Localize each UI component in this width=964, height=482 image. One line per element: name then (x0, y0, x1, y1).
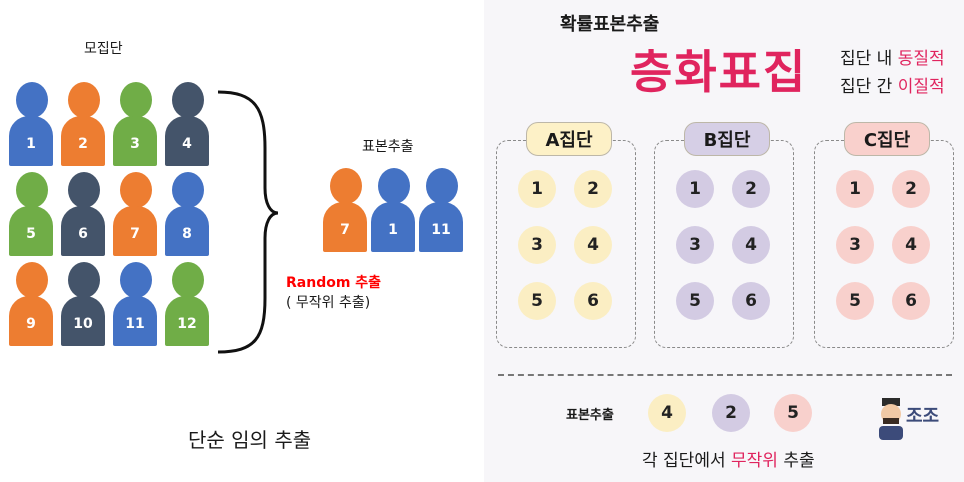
person-figure: 8 (165, 172, 209, 256)
stratum-box (814, 140, 954, 348)
person-head (120, 262, 152, 298)
person-number: 1 (9, 116, 53, 166)
heading: 확률표본추출 (560, 14, 660, 35)
stratum-label: A집단 (526, 122, 612, 156)
stratum-box (654, 140, 794, 348)
person-head (68, 262, 100, 298)
stratum-member: 1 (518, 170, 556, 208)
population-label: 모집단 (84, 41, 123, 57)
bottom-caption: 각 집단에서 무작위 추출 (642, 451, 815, 471)
person-figure: 4 (165, 82, 209, 166)
stratum-member: 2 (574, 170, 612, 208)
avatar-icon (879, 398, 903, 440)
person-head (426, 168, 458, 204)
stratum-member: 6 (574, 282, 612, 320)
person-figure: 10 (61, 262, 105, 346)
stratum-member: 3 (676, 226, 714, 264)
stratum-member: 2 (732, 170, 770, 208)
stratum-member: 2 (892, 170, 930, 208)
person-number: 2 (61, 116, 105, 166)
logo-text: 조조 (906, 406, 940, 427)
person-head (172, 172, 204, 208)
person-number: 4 (165, 116, 209, 166)
person-number: 11 (113, 296, 157, 346)
sample-label: 표본추출 (362, 139, 414, 155)
sampled-value: 4 (648, 394, 686, 432)
person-head (378, 168, 410, 204)
stratum-member: 1 (676, 170, 714, 208)
person-head (68, 172, 100, 208)
person-number: 10 (61, 296, 105, 346)
sample-figure: 11 (419, 168, 463, 252)
stratum-member: 1 (836, 170, 874, 208)
person-number: 7 (323, 202, 367, 252)
stratum-label: C집단 (844, 122, 930, 156)
title: 층화표집 (630, 45, 808, 99)
stratum-member: 5 (836, 282, 874, 320)
stratum-member: 3 (836, 226, 874, 264)
brace (217, 90, 279, 354)
desc-line-1: 집단 내 동질적 (840, 49, 945, 69)
sampled-value: 2 (712, 394, 750, 432)
caption: 단순 임의 추출 (188, 428, 312, 452)
person-figure: 12 (165, 262, 209, 346)
stratum-member: 4 (732, 226, 770, 264)
person-number: 3 (113, 116, 157, 166)
person-figure: 5 (9, 172, 53, 256)
sampled-value: 5 (774, 394, 812, 432)
person-number: 9 (9, 296, 53, 346)
person-number: 8 (165, 206, 209, 256)
stratum-member: 4 (574, 226, 612, 264)
stratum-member: 3 (518, 226, 556, 264)
sample-figure: 7 (323, 168, 367, 252)
person-number: 6 (61, 206, 105, 256)
stratum-member: 6 (892, 282, 930, 320)
person-number: 12 (165, 296, 209, 346)
person-figure: 6 (61, 172, 105, 256)
person-figure: 3 (113, 82, 157, 166)
person-head (330, 168, 362, 204)
person-number: 1 (371, 202, 415, 252)
person-head (16, 262, 48, 298)
person-number: 7 (113, 206, 157, 256)
person-figure: 7 (113, 172, 157, 256)
desc-line-2: 집단 간 이질적 (840, 77, 945, 97)
person-figure: 1 (9, 82, 53, 166)
person-head (120, 172, 152, 208)
stratum-label: B집단 (684, 122, 770, 156)
stratum-member: 6 (732, 282, 770, 320)
person-head (120, 82, 152, 118)
person-head (16, 172, 48, 208)
stratum-member: 5 (676, 282, 714, 320)
random-label: Random 추출 (286, 275, 382, 291)
person-figure: 9 (9, 262, 53, 346)
person-head (16, 82, 48, 118)
sample-label: 표본추출 (566, 408, 614, 423)
person-number: 5 (9, 206, 53, 256)
logo: 조조 (876, 396, 956, 442)
stratum-member: 5 (518, 282, 556, 320)
divider (498, 374, 952, 376)
person-head (172, 262, 204, 298)
person-figure: 2 (61, 82, 105, 166)
sample-figure: 1 (371, 168, 415, 252)
person-figure: 11 (113, 262, 157, 346)
person-head (68, 82, 100, 118)
stratum-member: 4 (892, 226, 930, 264)
person-number: 11 (419, 202, 463, 252)
stratum-box (496, 140, 636, 348)
person-head (172, 82, 204, 118)
random-sub-label: ( 무작위 추출) (286, 295, 371, 311)
